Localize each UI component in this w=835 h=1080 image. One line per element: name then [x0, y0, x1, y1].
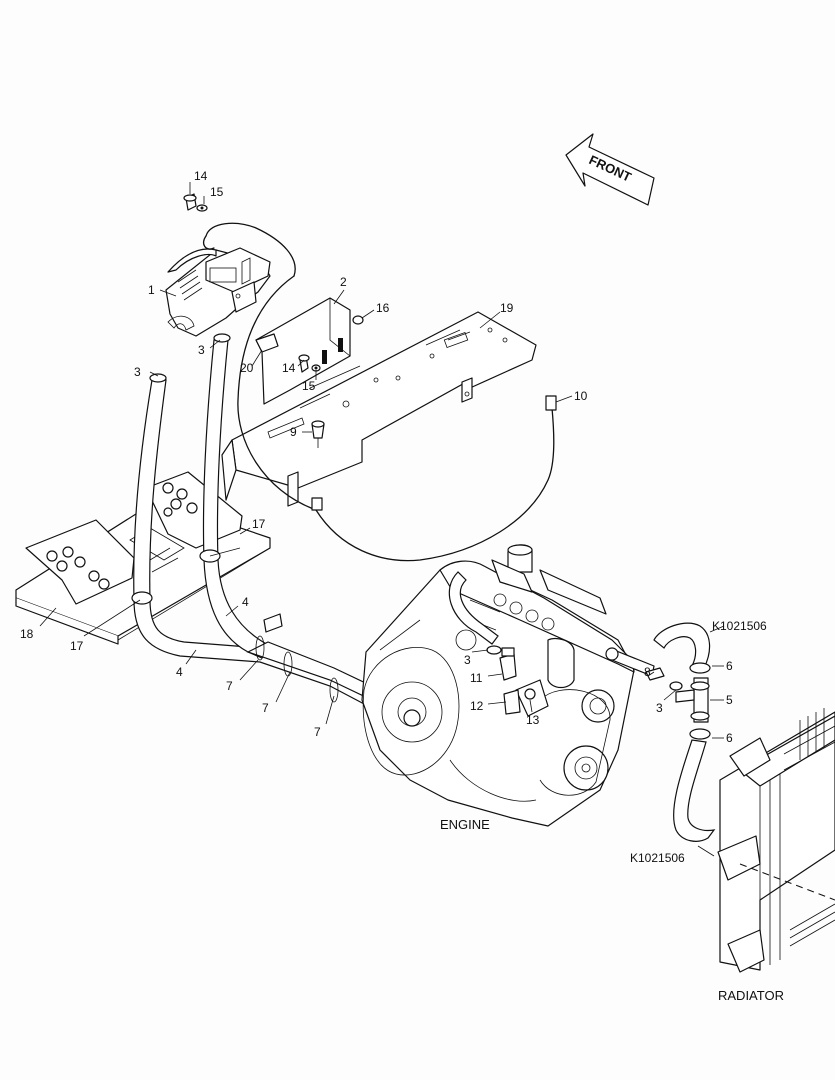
callout-18: 18	[20, 627, 34, 641]
callout-3-heater: 3	[198, 343, 205, 357]
callout-4-lower: 4	[176, 665, 183, 679]
radiator-caption: RADIATOR	[718, 988, 784, 1003]
mounting-plate	[221, 311, 537, 507]
part-number-upper-hose: K1021506	[712, 619, 767, 633]
callout-14-top: 14	[194, 169, 208, 183]
callout-6-lower: 6	[726, 731, 733, 745]
callout-3-radiator: 3	[656, 701, 663, 715]
callout-7-b: 7	[262, 701, 269, 715]
front-arrow: FRONT	[565, 133, 655, 206]
callout-11: 11	[470, 671, 483, 685]
callout-10: 10	[574, 389, 588, 403]
callout-15-bracket: 15	[302, 379, 316, 393]
callout-16: 16	[376, 301, 390, 315]
callout-5: 5	[726, 693, 733, 707]
callout-12: 12	[470, 699, 484, 713]
heater-unit	[165, 247, 271, 337]
radiator	[717, 708, 835, 973]
callout-13: 13	[526, 713, 540, 727]
callout-3-left: 3	[134, 365, 141, 379]
radiator-fins	[789, 708, 835, 947]
callout-9: 9	[290, 425, 297, 439]
callout-7-c: 7	[314, 725, 321, 739]
callout-19: 19	[500, 301, 514, 315]
engine-fittings	[486, 645, 683, 715]
callout-2: 2	[340, 275, 347, 289]
callout-4-upper: 4	[242, 595, 249, 609]
wiring-harness	[202, 222, 557, 562]
radiator-hoses	[653, 622, 716, 842]
captions: ENGINE RADIATOR	[440, 817, 784, 1003]
callout-7-a: 7	[226, 679, 233, 693]
callout-8: 8	[644, 665, 651, 679]
callout-labels: 1 2 3 3 3 3 4 4 5 6 6 7 7 7 8 9 10 11 12…	[20, 169, 733, 745]
part-number-lower-hose: K1021506	[630, 851, 685, 865]
bracket	[255, 297, 351, 405]
callout-6-upper: 6	[726, 659, 733, 673]
callout-17-left: 17	[70, 639, 84, 653]
heater-hoses	[131, 333, 377, 707]
leader-lines	[39, 182, 725, 857]
hardware	[183, 193, 364, 633]
engine-caption: ENGINE	[440, 817, 490, 832]
callout-1: 1	[148, 283, 155, 297]
callout-17-right: 17	[252, 517, 266, 531]
callout-15-top: 15	[210, 185, 224, 199]
callout-3-engine: 3	[464, 653, 471, 667]
callout-14-bracket: 14	[282, 361, 296, 375]
engine-block	[361, 544, 655, 827]
part-number-labels: K1021506 K1021506	[630, 619, 767, 865]
callout-20: 20	[240, 361, 254, 375]
